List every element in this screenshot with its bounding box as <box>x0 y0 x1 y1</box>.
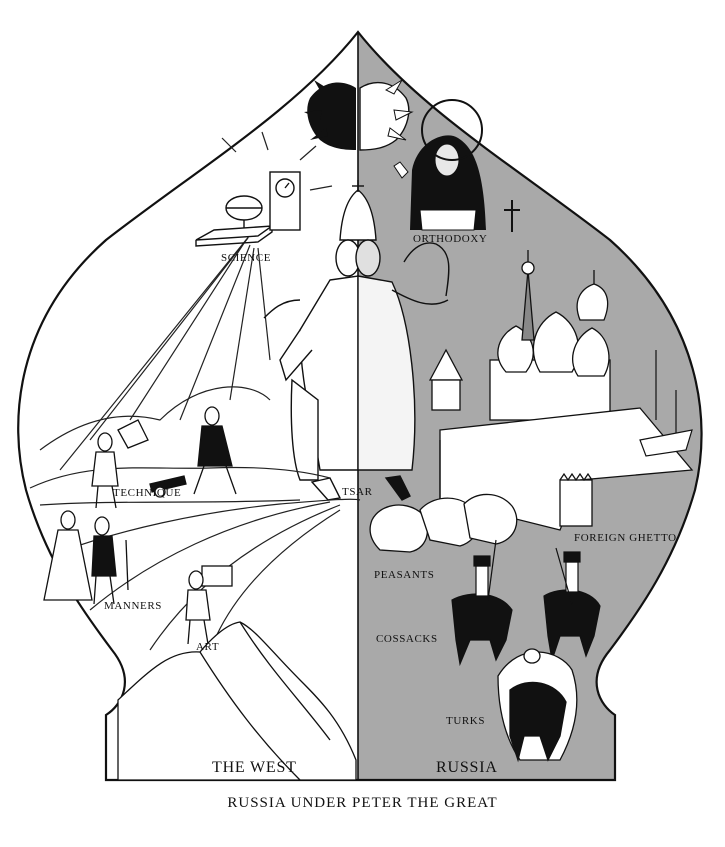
tsar-figure <box>263 180 450 501</box>
label-technique: TECHNIQUE <box>113 487 182 499</box>
dome-outline <box>17 30 703 782</box>
science-rays <box>59 131 333 471</box>
label-the-west: THE WEST <box>212 759 297 776</box>
figure-caption: RUSSIA UNDER PETER THE GREAT <box>227 795 498 811</box>
label-russia: RUSSIA <box>436 759 498 776</box>
orthodoxy-figure <box>393 99 520 232</box>
label-foreign-ghetto: FOREIGN GHETTO <box>574 532 677 544</box>
kremlin-cathedral <box>428 250 611 421</box>
label-tsar: TSAR <box>342 486 373 498</box>
label-peasants: PEASANTS <box>374 569 435 581</box>
label-art: ART <box>196 641 220 653</box>
label-manners: MANNERS <box>104 600 162 612</box>
manners-figures <box>43 510 129 605</box>
peasants-figures <box>369 493 518 553</box>
label-science: SCIENCE <box>221 252 272 264</box>
eagle-icon <box>304 79 414 151</box>
art-figure <box>185 565 233 645</box>
boat-icon <box>639 350 693 457</box>
science-instruments <box>195 171 301 247</box>
label-orthodoxy: ORTHODOXY <box>413 233 488 245</box>
west-mountains <box>117 621 357 781</box>
label-cossacks: COSSACKS <box>376 633 438 645</box>
cossacks-figures <box>451 539 601 667</box>
technique-figures <box>91 406 237 509</box>
turk-figure <box>497 648 578 763</box>
label-turks: TURKS <box>446 715 486 727</box>
